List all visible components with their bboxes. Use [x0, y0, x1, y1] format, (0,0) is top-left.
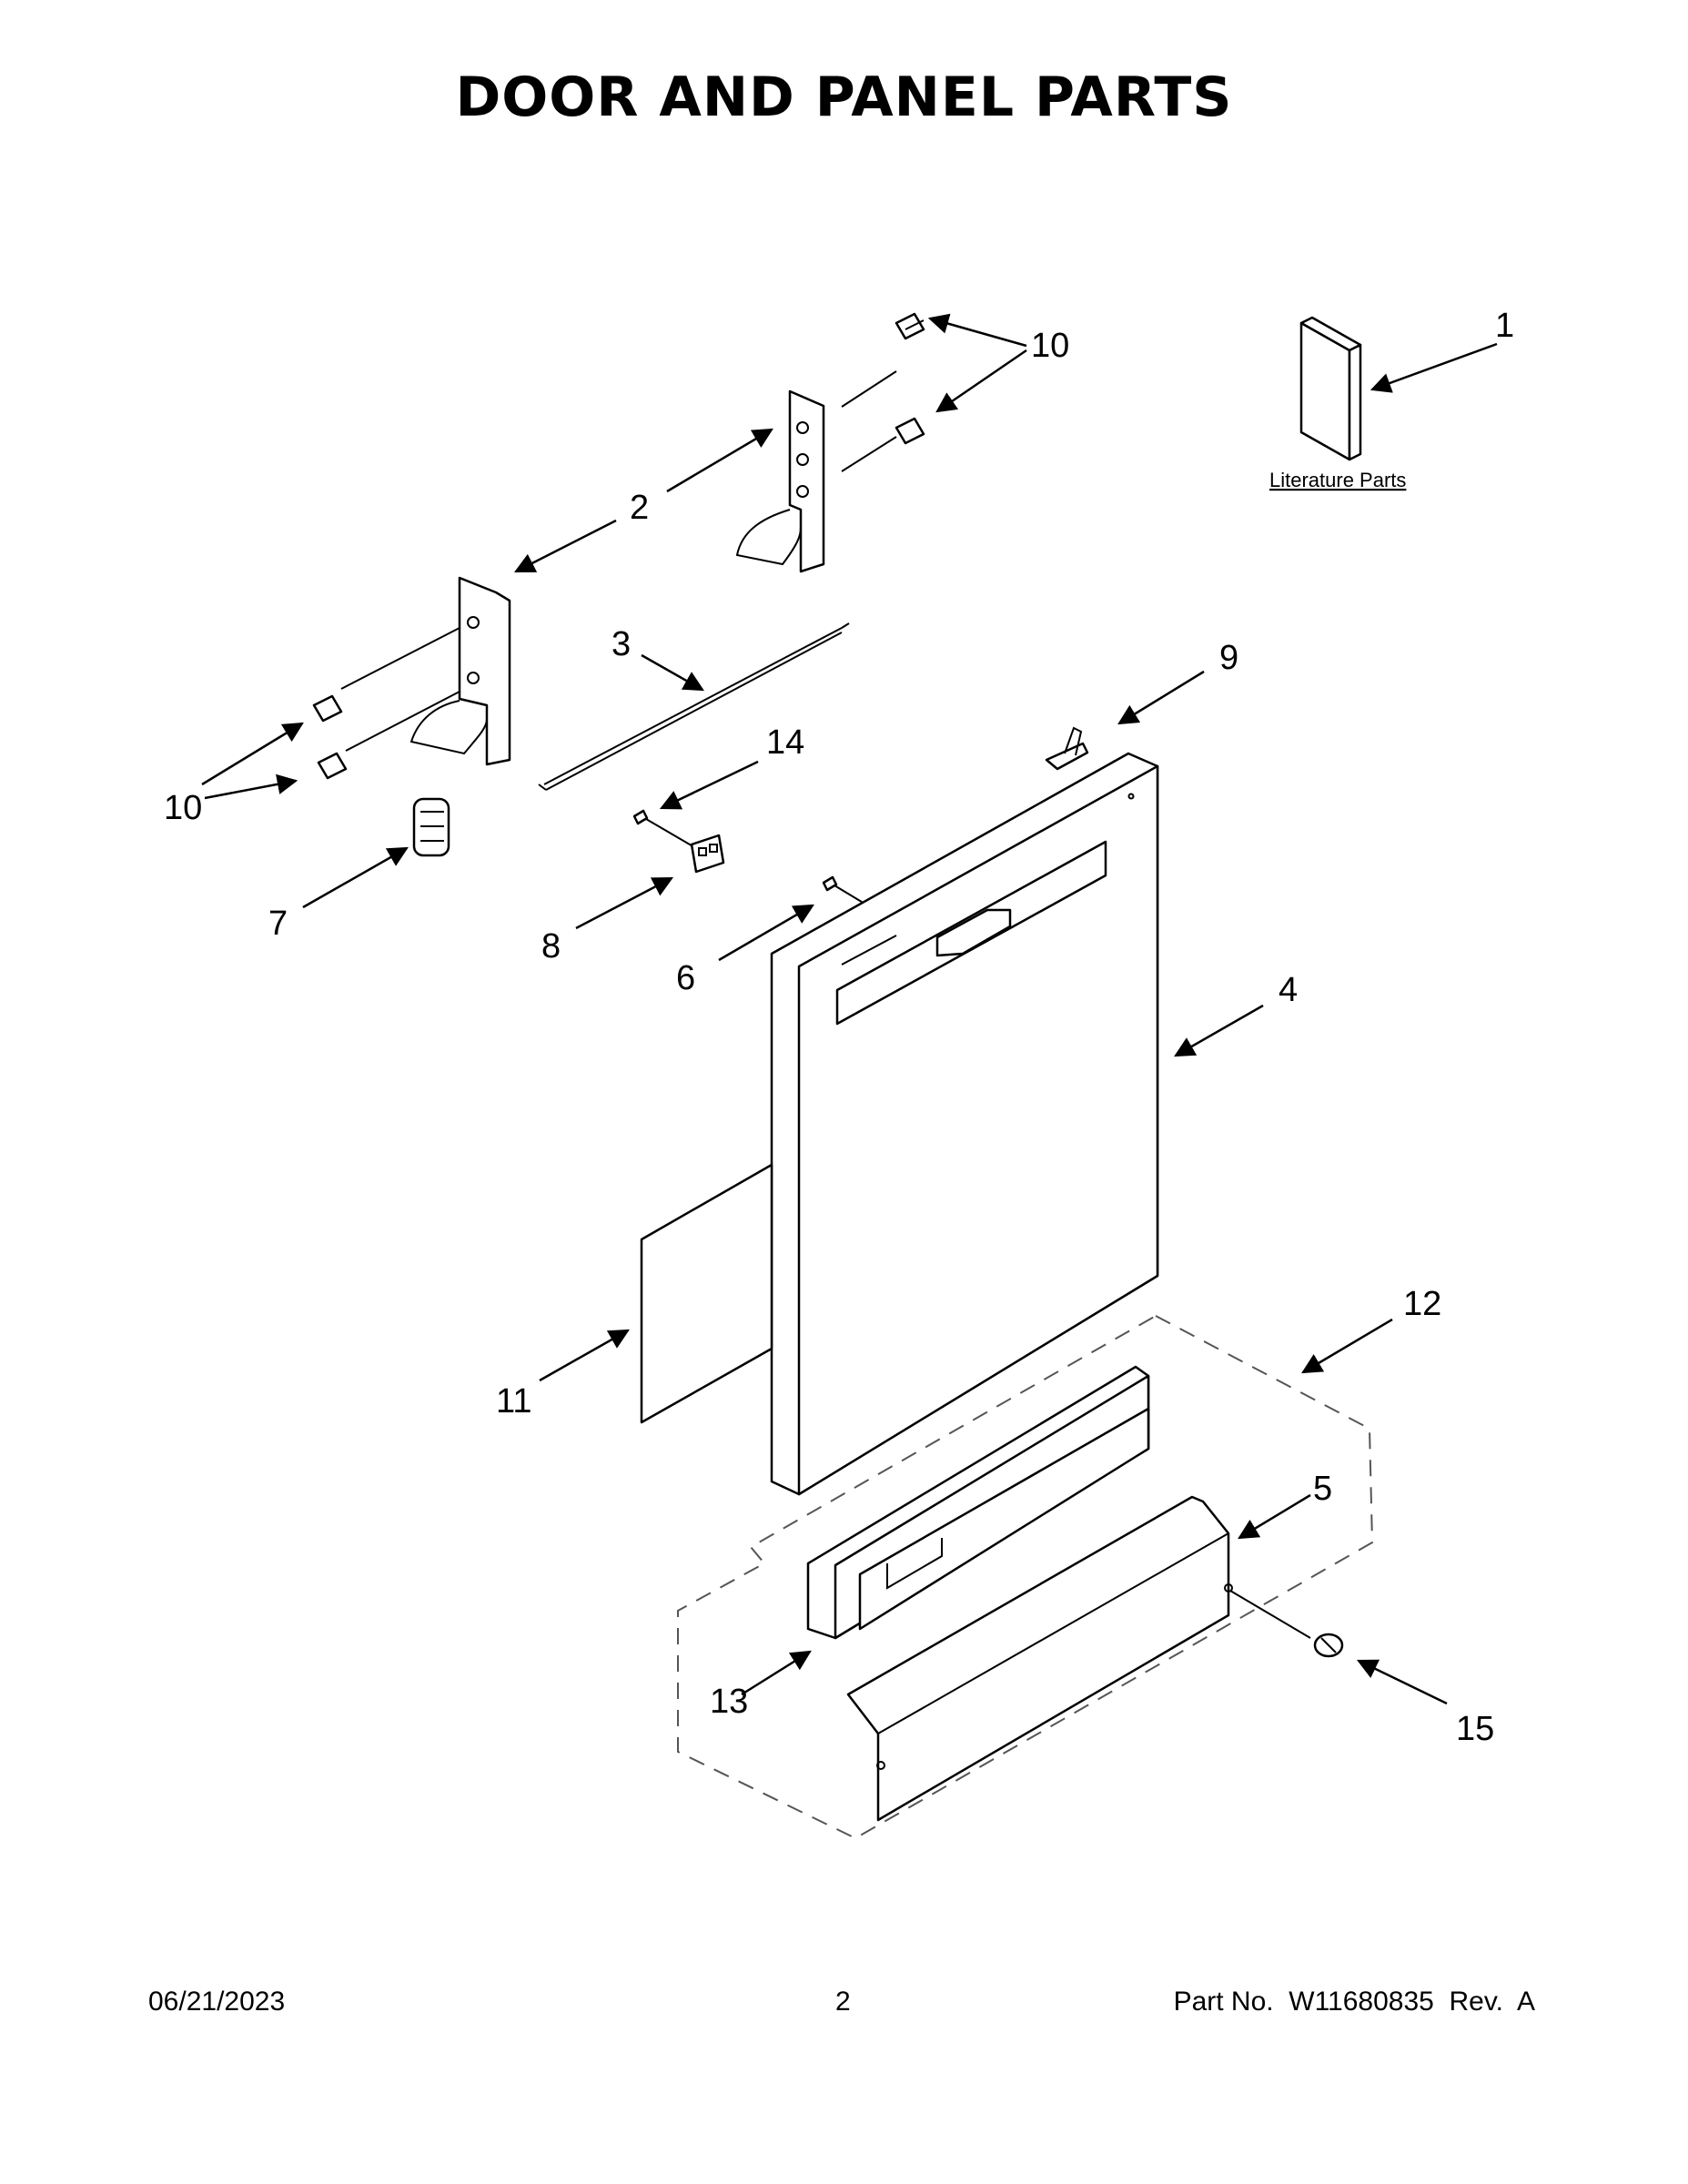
footer-part-number: Part No. W11680835 Rev. A: [1173, 1987, 1535, 2017]
callout-11: 11: [496, 1382, 531, 1421]
latch-screw: [632, 809, 649, 825]
door-latch: [690, 834, 725, 874]
callout-12: 12: [1403, 1285, 1441, 1323]
screw-left-1: [312, 694, 343, 723]
arrow-2a: [666, 428, 773, 493]
panel-screw: [822, 875, 838, 892]
arrow-10a-1: [927, 313, 1027, 348]
kick-plate-screw: [1313, 1633, 1344, 1658]
arrow-5: [1238, 1493, 1311, 1540]
arrow-8: [575, 876, 673, 930]
door-rod: [538, 622, 850, 791]
callout-5: 5: [1313, 1470, 1332, 1508]
callout-1: 1: [1495, 307, 1514, 345]
arrow-12: [1301, 1318, 1393, 1374]
arrow-10b-2: [204, 774, 298, 800]
toe-panel-kit-outline: [677, 1314, 1374, 1840]
arrow-6: [718, 904, 814, 962]
arrow-4: [1174, 1004, 1264, 1057]
callout-4: 4: [1279, 971, 1298, 1009]
hinge-bracket-right: [735, 389, 825, 573]
arrow-14: [659, 760, 759, 810]
literature-parts-booklet: [1299, 316, 1362, 461]
footer-page-number: 2: [835, 1987, 851, 2017]
arrow-1: [1370, 342, 1498, 393]
callout-13: 13: [710, 1683, 748, 1721]
door-switch: [1045, 726, 1120, 771]
callout-6: 6: [676, 959, 695, 997]
insulation-sheet: [640, 1163, 773, 1424]
arrow-15: [1356, 1659, 1448, 1705]
callout-10-top: 10: [1031, 327, 1069, 365]
arrow-3: [641, 653, 704, 692]
vent-clip: [412, 797, 450, 857]
arrow-9: [1117, 670, 1205, 725]
arrow-2b: [513, 519, 617, 573]
callout-10-left: 10: [164, 789, 202, 827]
arrow-13: [741, 1650, 812, 1696]
arrow-10b-1: [201, 722, 304, 786]
callout-15: 15: [1456, 1710, 1494, 1748]
callout-14: 14: [766, 723, 804, 762]
footer-date: 06/21/2023: [148, 1987, 286, 2017]
callout-7: 7: [268, 905, 288, 943]
kick-plate: [846, 1495, 1233, 1822]
literature-parts-label: Literature Parts: [1269, 469, 1406, 491]
arrow-11: [539, 1329, 630, 1382]
callout-3: 3: [612, 625, 631, 663]
screw-top-2: [895, 417, 925, 445]
toe-panel: [806, 1365, 1150, 1640]
page-title: DOOR AND PANEL PARTS: [455, 66, 1233, 129]
outer-door-panel: [770, 752, 1159, 1496]
arrow-7: [302, 846, 409, 909]
arrow-10a-2: [935, 349, 1027, 413]
callout-8: 8: [541, 927, 561, 966]
hinge-bracket-left: [409, 576, 511, 766]
screw-left-2: [317, 752, 348, 780]
callout-9: 9: [1219, 639, 1238, 677]
callout-2: 2: [630, 489, 649, 527]
screw-top-1: [895, 312, 925, 340]
